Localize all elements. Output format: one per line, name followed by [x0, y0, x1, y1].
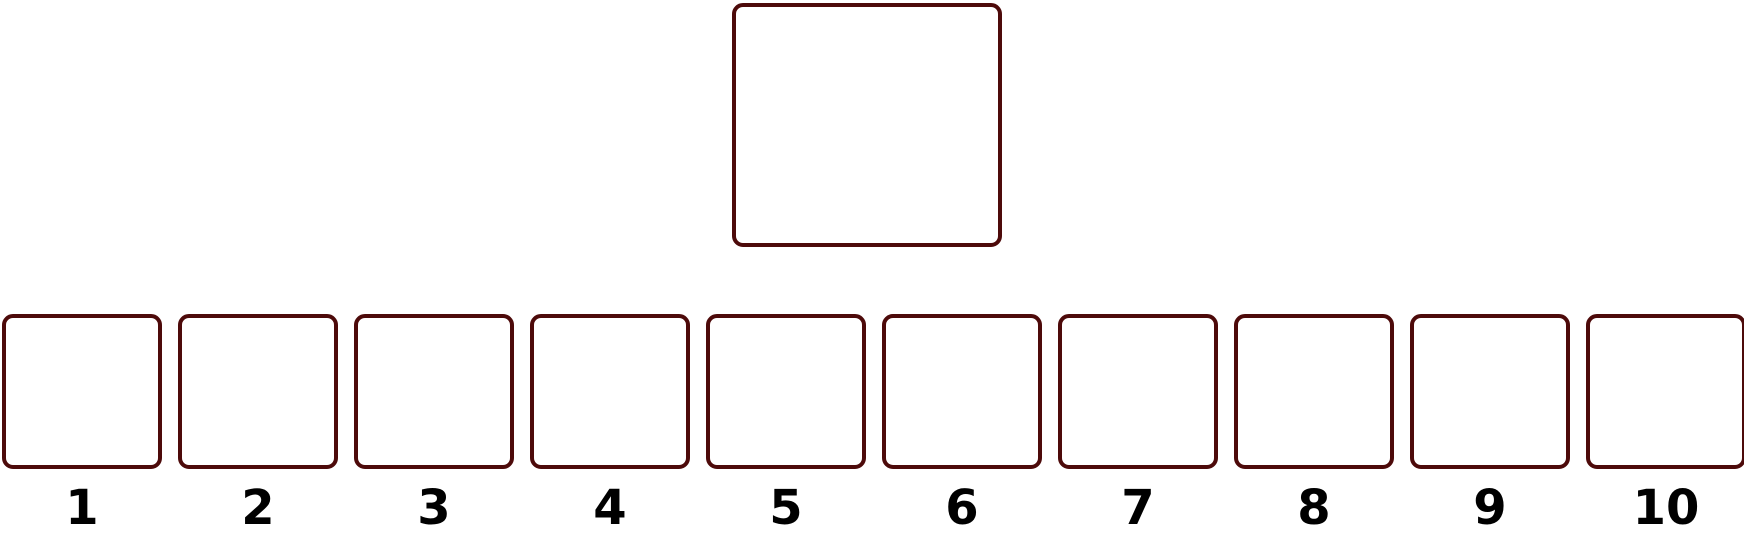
slot-label: 7	[1121, 480, 1155, 536]
target-box[interactable]	[732, 3, 1002, 247]
slot-label: 9	[1473, 480, 1507, 536]
slot-box[interactable]	[1586, 314, 1744, 469]
slot-label: 4	[593, 480, 627, 536]
slot-label: 6	[945, 480, 979, 536]
slot-8[interactable]: 8	[1234, 314, 1394, 536]
slot-6[interactable]: 6	[882, 314, 1042, 536]
slot-9[interactable]: 9	[1410, 314, 1570, 536]
slot-box[interactable]	[1410, 314, 1570, 469]
slot-label: 3	[417, 480, 451, 536]
slot-box[interactable]	[178, 314, 338, 469]
slot-box[interactable]	[706, 314, 866, 469]
slot-label: 1	[65, 480, 99, 536]
slot-box[interactable]	[530, 314, 690, 469]
slot-10[interactable]: 10	[1586, 314, 1744, 536]
slot-box[interactable]	[2, 314, 162, 469]
slot-3[interactable]: 3	[354, 314, 514, 536]
slot-box[interactable]	[882, 314, 1042, 469]
slot-1[interactable]: 1	[2, 314, 162, 536]
slot-label: 5	[769, 480, 803, 536]
slot-label: 2	[241, 480, 275, 536]
slot-box[interactable]	[1058, 314, 1218, 469]
slot-label: 10	[1632, 480, 1700, 536]
slot-7[interactable]: 7	[1058, 314, 1218, 536]
slot-box[interactable]	[1234, 314, 1394, 469]
slot-box[interactable]	[354, 314, 514, 469]
slot-label: 8	[1297, 480, 1331, 536]
slot-2[interactable]: 2	[178, 314, 338, 536]
slot-5[interactable]: 5	[706, 314, 866, 536]
slot-4[interactable]: 4	[530, 314, 690, 536]
